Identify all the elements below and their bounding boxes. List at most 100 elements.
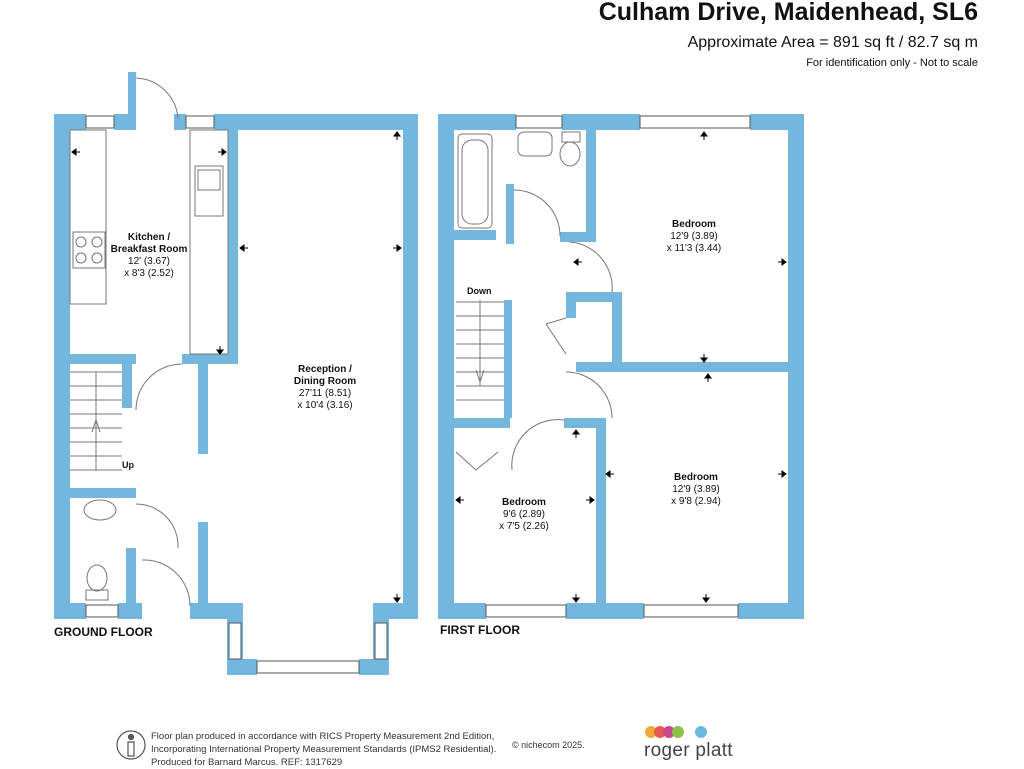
ff-wall-bottom-left — [438, 603, 486, 619]
gf-window-top — [85, 115, 115, 129]
ff-bath-right-lower — [560, 232, 596, 242]
ff-door-swing-cupboard-2 — [455, 451, 499, 471]
bedroom-1-name: Bedroom — [672, 219, 716, 230]
gf-wc-top-wall — [54, 488, 136, 498]
gf-fixtures — [69, 77, 229, 607]
ff-wall-top-left — [438, 114, 516, 130]
hob-icon — [72, 231, 106, 269]
ff-wall-left — [438, 114, 454, 619]
ff-cupboard-right — [612, 292, 622, 372]
ff-window-bath — [515, 115, 563, 129]
gf-stair-wall — [122, 364, 132, 408]
wc-basin-icon — [83, 499, 117, 521]
kitchen-label: Kitchen / Breakfast Room 12' (3.67) x 8'… — [111, 232, 188, 280]
bedroom-3-dim-2: x 7'5 (2.26) — [499, 521, 549, 532]
gf-entry-wall — [128, 72, 136, 130]
ff-wall-top-mid — [562, 114, 640, 130]
ff-cupboard-left — [566, 292, 576, 318]
scale-note: For identification only - Not to scale — [806, 57, 978, 69]
gf-wall-top-left — [54, 114, 86, 130]
gf-bay-window-right — [374, 622, 388, 660]
ff-stair-wall — [506, 184, 514, 244]
measurement-arrows — [71, 131, 787, 603]
footer-line-1: Floor plan produced in accordance with R… — [151, 731, 495, 742]
gf-wall-top-mid2 — [174, 114, 186, 130]
brand-dot — [695, 726, 707, 738]
reception-name-line1: Reception / — [298, 364, 352, 375]
gf-hall-wall — [198, 364, 208, 454]
bedroom-2-label: Bedroom 12'9 (3.89) x 9'8 (2.94) — [671, 472, 721, 508]
gf-window-top-2 — [185, 115, 215, 129]
gf-bay-window-left — [228, 622, 242, 660]
ff-door-swing-bed1 — [569, 241, 613, 293]
reception-name-line2: Dining Room — [293, 376, 357, 387]
ff-landing-wall — [454, 418, 510, 428]
kitchen-name-line2: Breakfast Room — [110, 244, 188, 255]
bedroom-1-dim-1: 12'9 (3.89) — [670, 231, 718, 242]
ground-floor-label: GROUND FLOOR — [54, 625, 153, 639]
gf-kitchen-bottom-left-wall — [54, 354, 136, 364]
footer-line-2: Incorporating International Property Mea… — [151, 744, 497, 755]
ground-floor-plan — [54, 72, 418, 675]
ff-wall-bottom-right — [738, 603, 804, 619]
kitchen-dim-1: 12' (3.67) — [128, 256, 170, 267]
ff-bed3-right-wall — [596, 418, 606, 618]
kitchen-worktop-right — [189, 129, 229, 355]
gf-door-swing-kitchen — [135, 363, 183, 411]
bedroom-2-dim-1: 12'9 (3.89) — [672, 484, 720, 495]
gf-wall-top-right — [214, 114, 418, 130]
gf-wall-right — [403, 114, 418, 619]
ff-bath-right-wall — [586, 114, 596, 240]
approximate-area: Approximate Area = 891 sq ft / 82.7 sq m — [687, 34, 978, 51]
first-floor-plan — [438, 114, 804, 619]
gf-hall-wall-lower — [198, 522, 208, 612]
gf-windows — [85, 115, 388, 674]
stairs-down-label: Down — [467, 286, 492, 296]
ff-window-bed2 — [643, 604, 739, 618]
ff-windows — [485, 115, 751, 618]
footer-note: Floor plan produced in accordance with R… — [151, 730, 496, 769]
gf-bay-window-bottom — [256, 660, 360, 674]
copyright: © nichecom 2025. — [512, 740, 585, 750]
reception-dim-1: 27'11 (8.51) — [298, 388, 352, 399]
bedroom-1-label: Bedroom 12'9 (3.89) x 11'3 (3.44) — [667, 219, 722, 255]
bath-icon — [457, 133, 493, 229]
gf-window-bottom — [85, 604, 119, 618]
kitchen-dim-2: x 8'3 (2.52) — [124, 268, 174, 279]
ff-door-swing-bed2 — [565, 371, 613, 419]
gf-door-swing-front — [141, 559, 191, 607]
gf-door-swing-wc — [135, 503, 179, 549]
footer-line-3: Produced for Barnard Marcus. REF: 131762… — [151, 757, 343, 768]
gf-bay-bottom-right — [359, 659, 389, 675]
bedroom-3-label: Bedroom 9'6 (2.89) x 7'5 (2.26) — [499, 497, 549, 533]
gf-door-swing-entry — [135, 77, 179, 119]
bedroom-2-dim-2: x 9'8 (2.94) — [671, 496, 721, 507]
ff-door-swing-bath — [513, 189, 561, 237]
ff-cupboard-wall — [566, 292, 622, 302]
gf-wall-bottom-left — [54, 603, 86, 619]
stairs-up-label: Up — [122, 460, 134, 470]
basin-icon — [517, 131, 553, 157]
first-floor-label: FIRST FLOOR — [440, 623, 520, 637]
ff-fixtures — [455, 131, 613, 471]
ff-stair-wall-lower — [504, 300, 512, 418]
brand-logo-dots — [645, 725, 707, 738]
info-person-icon — [116, 730, 146, 760]
kitchen-name-line1: Kitchen / — [127, 232, 171, 243]
ff-door-swing-cupboard — [545, 317, 567, 355]
ff-door-swing-bed3 — [511, 419, 565, 471]
kitchen-worktop-left — [69, 129, 107, 305]
brand-dot — [672, 726, 684, 738]
bedroom-3-name: Bedroom — [502, 497, 546, 508]
reception-label: Reception / Dining Room 27'11 (8.51) x 1… — [294, 364, 356, 412]
toilet-icon — [559, 141, 581, 167]
wc-toilet-icon — [86, 564, 108, 592]
sink-icon — [194, 165, 224, 217]
bedroom-2-name: Bedroom — [674, 472, 718, 483]
gf-kitchen-right-wall — [228, 114, 238, 362]
page-title: Culham Drive, Maidenhead, SL6 — [598, 0, 978, 26]
ff-window-bed3 — [485, 604, 567, 618]
gf-wc-right-wall — [126, 548, 136, 612]
brand-name: roger platt — [644, 740, 733, 761]
